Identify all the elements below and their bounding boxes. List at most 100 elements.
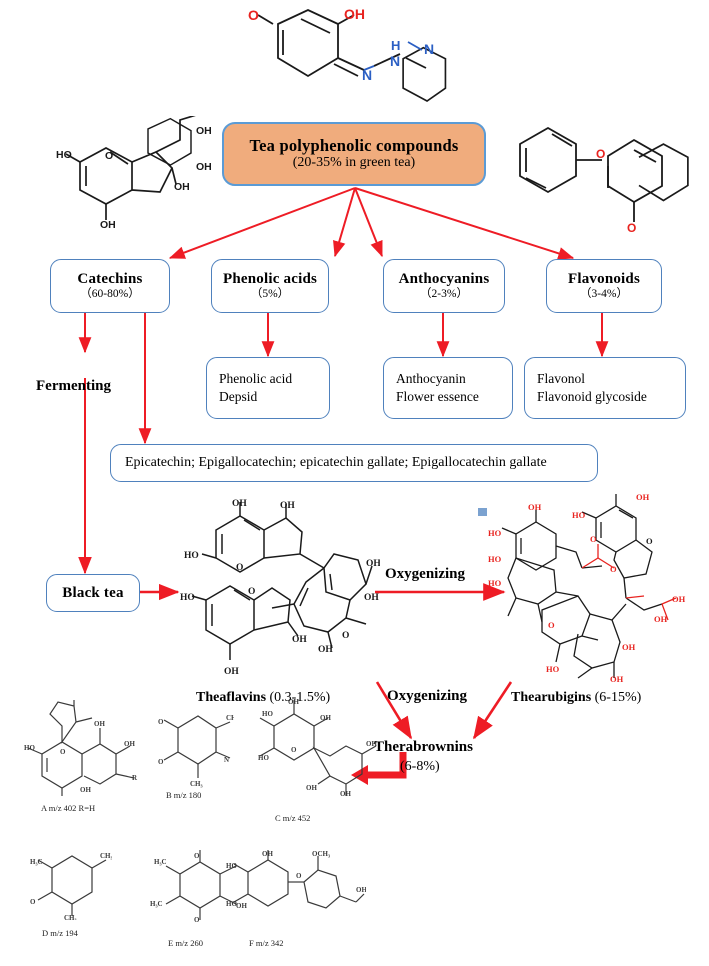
- svg-text:HO: HO: [226, 900, 237, 908]
- svg-text:HO: HO: [262, 710, 273, 718]
- svg-text:OCH₃: OCH₃: [312, 850, 330, 858]
- svg-text:HO: HO: [258, 754, 269, 762]
- structure-thearubigins: OH HO OH HO HO HO O O O OH OH OH HO OH O: [488, 492, 686, 682]
- svg-text:OH: OH: [288, 698, 299, 706]
- compound-caption-b: B m/z 180: [166, 790, 202, 800]
- svg-text:OH: OH: [356, 886, 366, 894]
- svg-text:OH: OH: [100, 219, 116, 228]
- product-name: Thearubigins: [511, 690, 592, 705]
- sub-box-phenolic-acids[interactable]: Phenolic acid Depsid: [206, 357, 330, 419]
- svg-text:N: N: [224, 756, 229, 764]
- svg-text:HO: HO: [488, 554, 502, 564]
- category-name: Catechins: [77, 270, 143, 287]
- svg-text:O: O: [627, 221, 636, 234]
- svg-text:O: O: [236, 563, 243, 573]
- svg-text:OH: OH: [320, 714, 331, 722]
- main-node-tea-polyphenolic-compounds[interactable]: Tea polyphenolic compounds (20-35% in gr…: [222, 122, 486, 186]
- svg-text:O: O: [646, 536, 653, 546]
- svg-text:OH: OH: [364, 593, 379, 603]
- svg-text:O: O: [30, 898, 36, 906]
- svg-text:H₃C: H₃C: [154, 858, 167, 866]
- compound-caption-e: E m/z 260: [168, 938, 203, 948]
- svg-text:N: N: [424, 41, 434, 57]
- category-box-anthocyanins[interactable]: Anthocyanins （2-3%）: [383, 259, 505, 313]
- sub-item: Depsid: [219, 389, 258, 404]
- svg-text:O: O: [296, 872, 302, 880]
- structure-compound-c: HO HO OH OH O OH OH OH: [258, 698, 377, 796]
- sub-item: Flavonol: [537, 370, 586, 386]
- svg-text:OH: OH: [94, 720, 105, 728]
- compound-caption-f: F m/z 342: [249, 938, 284, 948]
- svg-text:R: R: [132, 774, 138, 782]
- svg-text:OH: OH: [622, 642, 636, 652]
- product-name: Theaflavins: [196, 690, 267, 705]
- svg-text:OH: OH: [306, 784, 317, 792]
- svg-text:OH: OH: [262, 850, 273, 858]
- stray-marker-icon: [478, 508, 487, 516]
- svg-text:O: O: [105, 150, 113, 162]
- category-box-phenolic-acids[interactable]: Phenolic acids （5%）: [211, 259, 329, 313]
- svg-text:H₃C: H₃C: [150, 900, 163, 908]
- category-percent: （3-4%）: [580, 287, 628, 300]
- compound-caption-d: D m/z 194: [42, 928, 78, 938]
- svg-text:O: O: [342, 631, 349, 641]
- compound-caption-a: A m/z 402 R=H: [41, 803, 96, 813]
- svg-text:HO: HO: [226, 862, 237, 870]
- product-percent: (6-15%): [594, 690, 642, 705]
- svg-text:OH: OH: [672, 594, 686, 604]
- category-box-catechins[interactable]: Catechins （60-80%）: [50, 259, 170, 313]
- category-percent: （5%）: [250, 287, 290, 300]
- product-label-thearubigins: Thearubigins (6-15%): [511, 690, 641, 706]
- oxygenizing-down-right-arrow: [472, 681, 513, 740]
- svg-text:O: O: [596, 147, 605, 161]
- svg-text:OH: OH: [196, 125, 212, 137]
- svg-text:OH: OH: [528, 502, 542, 512]
- therabrownins-percent: (6-8%): [400, 759, 440, 774]
- svg-text:O: O: [291, 746, 297, 754]
- product-percent: (0.3-1.5%): [269, 690, 331, 705]
- structure-compound-e: H₃C H₃C O OH O: [150, 850, 247, 922]
- black-tea-label: Black tea: [62, 584, 124, 601]
- sub-item: Anthocyanin: [396, 370, 466, 386]
- svg-text:CH₃: CH₃: [100, 852, 112, 860]
- svg-text:O: O: [158, 758, 164, 766]
- svg-text:OH: OH: [224, 667, 239, 677]
- structure-compound-a: HO O OH OH R OH: [24, 700, 138, 796]
- svg-text:OH: OH: [196, 161, 212, 173]
- category-box-flavonoids[interactable]: Flavonoids （3-4%）: [546, 259, 662, 313]
- svg-text:O: O: [248, 7, 259, 23]
- compound-caption-c: C m/z 452: [275, 813, 311, 823]
- svg-text:HO: HO: [546, 664, 560, 674]
- process-label-oxygenizing-right: Oxygenizing: [385, 566, 466, 582]
- svg-text:H₃C: H₃C: [30, 858, 43, 866]
- svg-text:OH: OH: [340, 790, 351, 796]
- svg-text:HO: HO: [184, 551, 199, 561]
- svg-text:O: O: [590, 534, 597, 544]
- process-label-fermenting: Fermenting: [36, 378, 111, 394]
- process-label-oxygenizing-down: Oxygenizing: [387, 688, 468, 704]
- sub-item: Flavonoid glycoside: [537, 389, 647, 404]
- product-label-theaflavins: Theaflavins (0.3-1.5%): [196, 690, 330, 706]
- svg-text:OH: OH: [654, 614, 668, 624]
- svg-text:OH: OH: [292, 635, 307, 645]
- svg-text:O: O: [60, 748, 66, 756]
- sub-box-flavonoids[interactable]: Flavonol Flavonoid glycoside: [524, 357, 686, 419]
- category-to-sub-arrows: [261, 313, 609, 358]
- svg-text:OH: OH: [174, 181, 190, 193]
- svg-text:HO: HO: [24, 744, 35, 752]
- svg-text:HO: HO: [572, 510, 586, 520]
- category-name: Anthocyanins: [398, 270, 490, 287]
- svg-text:OH: OH: [610, 674, 624, 682]
- structure-compound-f: HO HO OH O OCH₃ OH: [226, 850, 366, 909]
- structure-catechin: HO OH O OH OH OH: [56, 116, 212, 228]
- catechin-members-box[interactable]: Epicatechin; Epigallocatechin; epicatech…: [110, 444, 598, 482]
- svg-text:HO: HO: [56, 149, 72, 161]
- svg-text:OH: OH: [280, 501, 295, 511]
- black-tea-box[interactable]: Black tea: [46, 574, 140, 612]
- svg-text:CH₃: CH₃: [226, 714, 234, 722]
- structure-compound-b: O O CH₃ N CH₃: [158, 714, 234, 788]
- sub-box-anthocyanins[interactable]: Anthocyanin Flower essence: [383, 357, 513, 419]
- svg-text:HO: HO: [488, 578, 502, 588]
- category-name: Flavonoids: [567, 270, 641, 287]
